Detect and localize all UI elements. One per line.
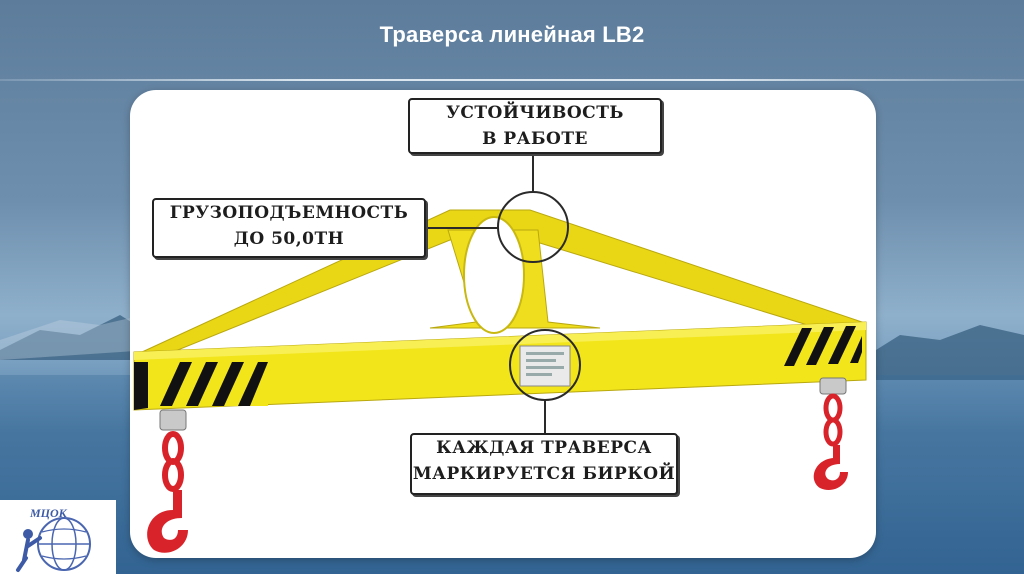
logo-text: МЦОК (30, 506, 67, 520)
callout-marking-line2: МАРКИРУЕТСЯ БИРКОЙ (412, 464, 676, 484)
left-hook (147, 409, 188, 553)
hazard-stripes-left (134, 362, 268, 410)
globe-icon (16, 517, 91, 572)
callout-capacity: ГРУЗОПОДЪЕМНОСТЬ ДО 50,0ТН (152, 198, 426, 258)
callout-marking-line1: КАЖДАЯ ТРАВЕРСА (436, 438, 652, 458)
callout-stability: УСТОЙЧИВОСТЬ В РАБОТЕ (408, 98, 662, 154)
traverse-beam-illustration (133, 150, 867, 553)
callout-stability-line1: УСТОЙЧИВОСТЬ (446, 103, 624, 123)
callout-stability-line2: В РАБОТЕ (482, 129, 588, 149)
hazard-stripes-right (784, 326, 862, 366)
callout-capacity-line2: ДО 50,0ТН (233, 229, 345, 249)
slide-title: Траверса линейная LB2 (379, 22, 645, 47)
right-hook (813, 377, 848, 491)
callout-marking: КАЖДАЯ ТРАВЕРСА МАРКИРУЕТСЯ БИРКОЙ (410, 433, 678, 495)
title-divider (0, 79, 1024, 81)
organization-logo: МЦОК (0, 500, 116, 574)
product-image-card: УСТОЙЧИВОСТЬ В РАБОТЕ ГРУЗОПОДЪЕМНОСТЬ Д… (130, 90, 876, 558)
callout-capacity-line1: ГРУЗОПОДЪЕМНОСТЬ (169, 203, 409, 223)
